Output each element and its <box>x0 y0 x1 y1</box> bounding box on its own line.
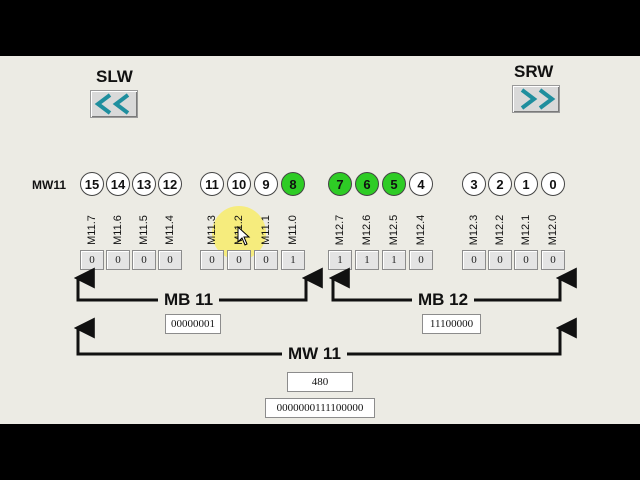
mb11-value-field[interactable]: 00000001 <box>165 314 221 334</box>
bit-3-indicator: 3 <box>462 172 486 196</box>
bit-7-indicator: 7 <box>328 172 352 196</box>
bit-0-indicator: 0 <box>541 172 565 196</box>
bit-14-indicator: 14 <box>106 172 130 196</box>
bit-11-indicator: 11 <box>200 172 224 196</box>
bit-value-m11-1[interactable]: 0 <box>254 250 278 270</box>
bit-value-m11-5[interactable]: 0 <box>132 250 156 270</box>
bit-9-indicator: 9 <box>254 172 278 196</box>
mouse-pointer-icon <box>237 226 251 246</box>
bit-value-m12-4[interactable]: 0 <box>409 250 433 270</box>
bit-12-indicator: 12 <box>158 172 182 196</box>
mw11-row-label: MW11 <box>32 178 67 192</box>
slw-label: SLW <box>96 67 133 86</box>
bit-10-indicator: 10 <box>227 172 251 196</box>
bit-2-indicator: 2 <box>488 172 512 196</box>
mb11-label: MB 11 <box>158 290 220 310</box>
bit-6-indicator: 6 <box>355 172 379 196</box>
bit-13-indicator: 13 <box>132 172 156 196</box>
double-chevron-right-icon <box>520 88 556 110</box>
mw11-label: MW 11 <box>282 344 347 364</box>
bit-value-m11-3[interactable]: 0 <box>200 250 224 270</box>
bit-5-indicator: 5 <box>382 172 406 196</box>
srw-button[interactable] <box>512 85 560 113</box>
bit-8-indicator: 8 <box>281 172 305 196</box>
bit-value-m12-1[interactable]: 0 <box>514 250 538 270</box>
bit-15-indicator: 15 <box>80 172 104 196</box>
mw11-binary-field[interactable]: 0000000111100000 <box>265 398 375 418</box>
mb12-label: MB 12 <box>412 290 475 310</box>
double-chevron-left-icon <box>94 93 130 115</box>
slw-button[interactable] <box>90 90 138 118</box>
mb12-value-field[interactable]: 11100000 <box>422 314 481 334</box>
bit-4-indicator: 4 <box>409 172 433 196</box>
srw-label: SRW <box>514 62 554 81</box>
mw11-decimal-field[interactable]: 480 <box>287 372 353 392</box>
bit-value-m11-0[interactable]: 1 <box>281 250 305 270</box>
bit-1-indicator: 1 <box>514 172 538 196</box>
